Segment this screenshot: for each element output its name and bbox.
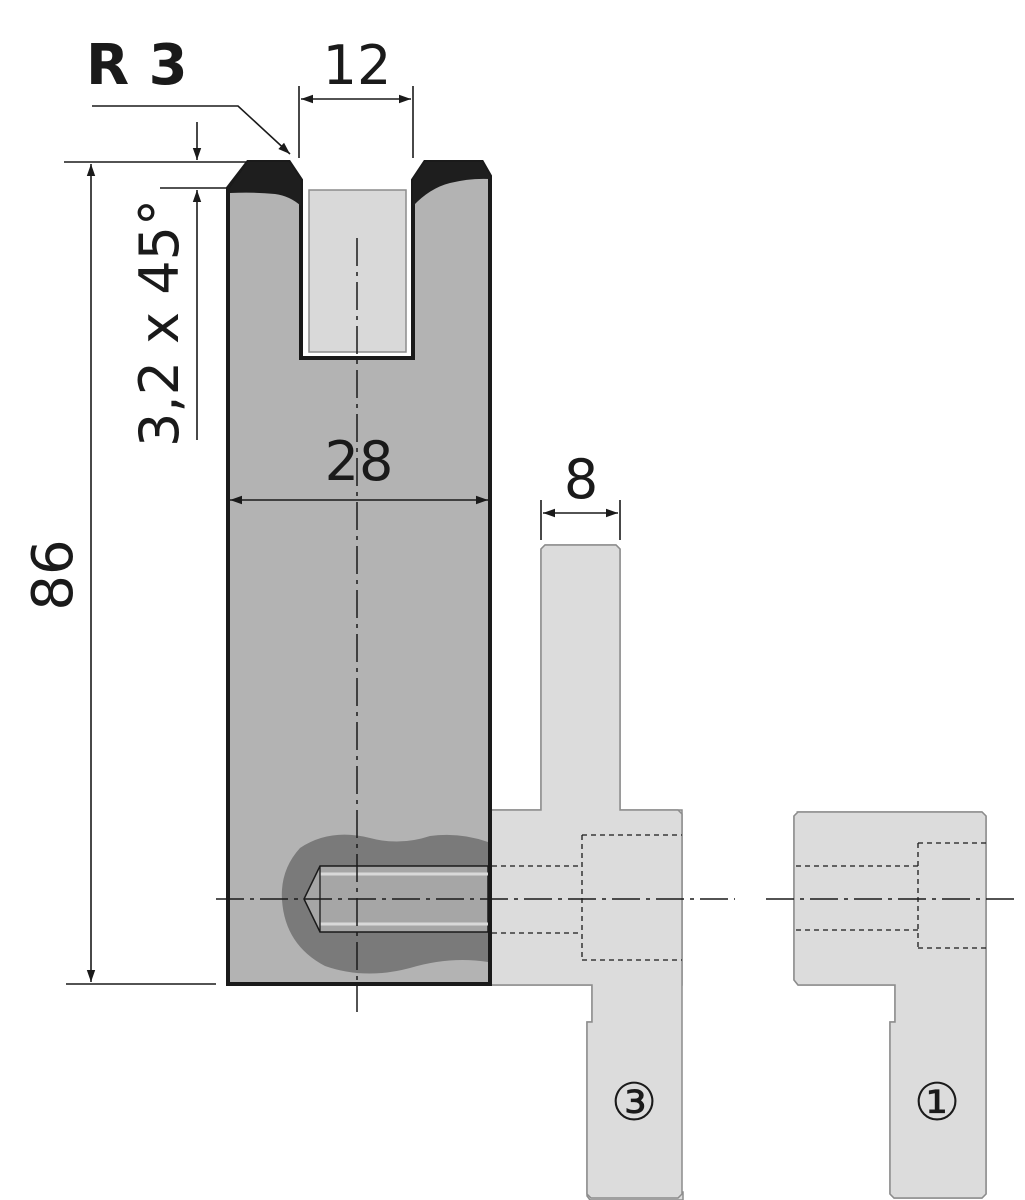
tongue-width-label: 8 [564, 448, 598, 511]
position-3-label: ③ [611, 1073, 658, 1133]
slot-width-label: 12 [323, 34, 392, 97]
clamp-piece-1 [793, 811, 987, 1199]
clamp-3-leg [489, 544, 683, 1199]
chamfer-label: 3,2 x 45° [128, 199, 191, 447]
slot-insert [308, 189, 407, 353]
clamp-1-outline [793, 811, 987, 1199]
bore-inner-lines [320, 872, 488, 926]
die-body [226, 160, 492, 986]
radius-label: R 3 [86, 33, 188, 98]
hardened-edge-left [230, 162, 301, 206]
height-label: 86 [21, 539, 86, 610]
dim-radius-leader [92, 105, 291, 155]
hardened-edge-right [413, 162, 490, 206]
clamp-3-hidden-bore [492, 834, 682, 961]
position-1-label: ① [914, 1073, 961, 1133]
width-label: 28 [325, 430, 394, 493]
